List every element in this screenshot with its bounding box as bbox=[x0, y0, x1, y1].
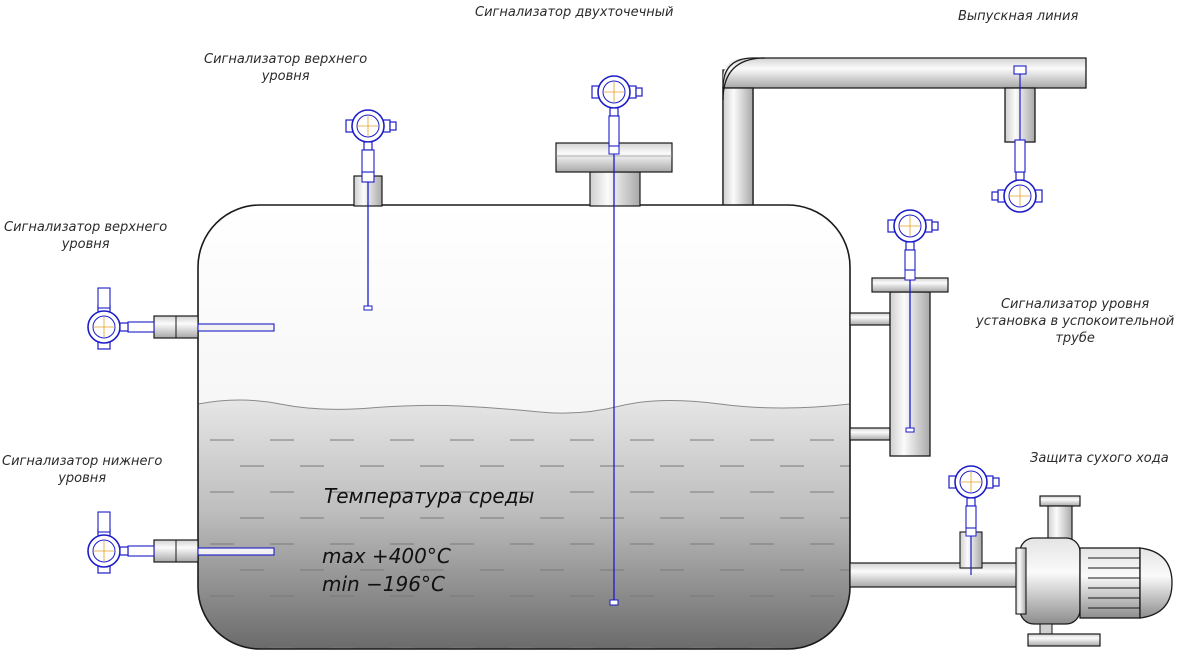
sensor-upper-level-side bbox=[87, 287, 129, 350]
pump-line bbox=[849, 504, 1023, 588]
label-lower-level-side: Сигнализатор нижнего уровня bbox=[2, 453, 162, 487]
liquid-dashes bbox=[210, 439, 850, 649]
label-dry-run-protection: Защита сухого хода bbox=[1030, 451, 1169, 466]
label-upper-level-top-line1: Сигнализатор верхнего bbox=[204, 52, 368, 67]
label-upper-level-side-line1: Сигнализатор верхнего bbox=[4, 220, 168, 235]
label-upper-level-top-line2: уровня bbox=[261, 69, 310, 84]
pump bbox=[1015, 495, 1173, 647]
label-two-point-signaller: Сигнализатор двухточечный bbox=[475, 5, 674, 20]
sensor-lower-level-side bbox=[87, 511, 129, 574]
label-upper-level-side-line2: уровня bbox=[61, 237, 110, 252]
label-lower-level-side-line1: Сигнализатор нижнего bbox=[2, 454, 163, 469]
temperature-min: min −196°C bbox=[322, 572, 445, 596]
sensor-upper-level-top bbox=[345, 109, 397, 173]
outlet-pipe bbox=[722, 57, 1087, 209]
label-outlet-line: Выпускная линия bbox=[958, 9, 1079, 24]
temperature-title: Температура среды bbox=[324, 484, 535, 508]
side-nozzle-lower-level bbox=[127, 539, 275, 563]
label-stilling-well: Сигнализатор уровня установка в успокоит… bbox=[976, 296, 1174, 347]
label-stilling-well-line1: Сигнализатор уровня bbox=[1000, 297, 1150, 312]
tank bbox=[197, 204, 851, 650]
temperature-max: max +400°C bbox=[322, 544, 451, 568]
label-stilling-well-line3: трубе bbox=[1055, 331, 1095, 346]
sensor-stilling-well bbox=[887, 209, 939, 271]
label-upper-level-top: Сигнализатор верхнего уровня bbox=[204, 51, 367, 85]
side-nozzle-upper-level bbox=[127, 315, 275, 339]
label-upper-level-side: Сигнализатор верхнего уровня bbox=[4, 219, 167, 253]
sensor-two-point bbox=[591, 75, 643, 147]
sensor-dry-run bbox=[948, 465, 1000, 529]
label-stilling-well-line2: установка в успокоительной bbox=[976, 314, 1175, 329]
stilling-well bbox=[849, 246, 949, 457]
label-lower-level-side-line2: уровня bbox=[58, 471, 107, 486]
sensor-outlet-line bbox=[991, 139, 1043, 213]
top-flange-two-point bbox=[555, 118, 673, 606]
